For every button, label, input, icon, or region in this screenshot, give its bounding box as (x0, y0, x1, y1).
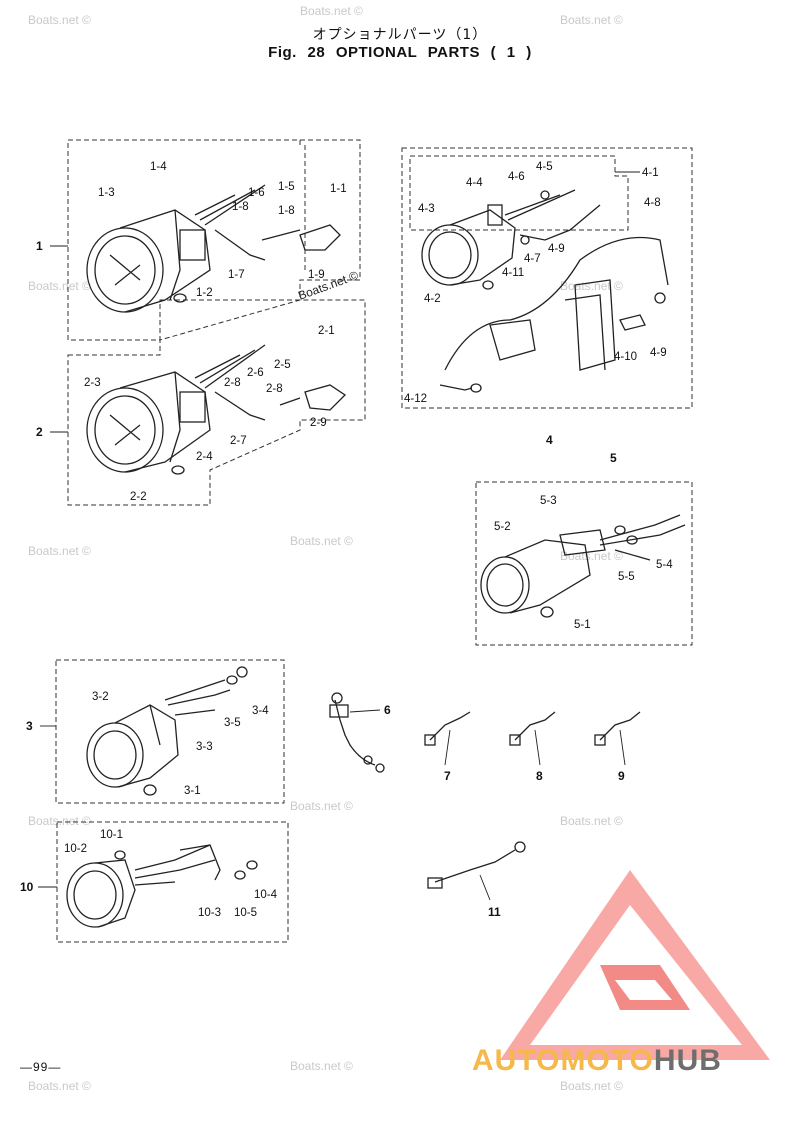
gauge-3 (86, 666, 248, 796)
part-label: 2-6 (247, 367, 264, 379)
part-label: 3-4 (252, 705, 269, 717)
part-label: 4-7 (524, 253, 541, 265)
group-label-1: 1 (36, 239, 43, 253)
watermark: Boats.net © (28, 279, 91, 293)
group-label-4: 4 (546, 433, 553, 447)
watermark: Boats.net © (560, 814, 623, 828)
brand-hub: HUB (654, 1044, 722, 1077)
gauge-4 (421, 189, 669, 393)
part-label: 1-3 (98, 187, 115, 199)
group-3-box (55, 659, 285, 804)
part-label: 2-4 (196, 451, 213, 463)
page-number: —99— (20, 1060, 62, 1074)
watermark: Boats.net © (28, 814, 91, 828)
part-label: 3-1 (184, 785, 201, 797)
part-label: 4-12 (404, 393, 427, 405)
part-label: 4-9 (650, 347, 667, 359)
brand-moto: MOTO (560, 1044, 653, 1077)
part-label: 10-1 (100, 829, 123, 841)
part-label: 2-3 (84, 377, 101, 389)
group-label-5: 5 (610, 451, 617, 465)
part-label: 2-9 (310, 417, 327, 429)
part-label: 4-10 (614, 351, 637, 363)
gauge-5 (480, 514, 686, 618)
gauge-10 (66, 844, 258, 928)
part-label: 8 (536, 769, 543, 783)
gauge-2 (86, 344, 347, 475)
part-label: 7 (444, 769, 451, 783)
harness-parts (329, 692, 641, 889)
brand-wordmark: AUTOMOTOHUB (472, 1044, 722, 1077)
part-label: 10-5 (234, 907, 257, 919)
title-japanese: オプショナルパーツ（1） (312, 27, 488, 43)
part-label: 2-8 (266, 383, 283, 395)
group-label-3: 3 (26, 719, 33, 733)
watermarks: Boats.net © Boats.net © Boats.net © Boat… (28, 4, 623, 1093)
watermark: Boats.net © (290, 1059, 353, 1073)
brand-auto: AUTO (472, 1044, 560, 1077)
part-label: 5-3 (540, 495, 557, 507)
watermark: Boats.net © (28, 544, 91, 558)
part-label: 1-5 (278, 181, 295, 193)
part-label: 5-4 (656, 559, 673, 571)
part-label: 11 (488, 905, 501, 919)
part-label: 5-2 (494, 521, 511, 533)
watermark: Boats.net © (560, 1079, 623, 1093)
watermark: Boats.net © (560, 279, 623, 293)
part-label: 1-8 (278, 205, 295, 217)
group-label-2: 2 (36, 425, 43, 439)
part-label: 5-1 (574, 619, 591, 631)
part-label: 2-5 (274, 359, 291, 371)
watermark: Boats.net © (300, 4, 363, 18)
part-label: 3-5 (224, 717, 241, 729)
part-label: 2-8 (224, 377, 241, 389)
watermark: Boats.net © (28, 1079, 91, 1093)
part-label: 4-3 (418, 203, 435, 215)
part-label: 4-5 (536, 161, 553, 173)
part-label: 3-2 (92, 691, 109, 703)
part-label: 4-1 (642, 167, 659, 179)
watermark-overlay: Boats.net © (296, 268, 360, 303)
group-label-10: 10 (20, 880, 34, 894)
gauge-1 (86, 184, 341, 313)
watermark: Boats.net © (28, 13, 91, 27)
group-10-box (56, 821, 289, 943)
part-label: 4-8 (644, 197, 661, 209)
part-label: 2-7 (230, 435, 247, 447)
watermark: Boats.net © (560, 13, 623, 27)
part-label: 6 (384, 703, 391, 717)
part-label: 1-9 (308, 269, 325, 281)
part-label: 2-1 (318, 325, 335, 337)
watermark: Boats.net © (290, 534, 353, 548)
part-label: 1-1 (330, 183, 347, 195)
watermark: Boats.net © (560, 549, 623, 563)
part-label: 4-2 (424, 293, 441, 305)
part-label: 9 (618, 769, 625, 783)
part-label: 4-4 (466, 177, 483, 189)
part-label: 1-6 (248, 187, 265, 199)
part-label: 1-7 (228, 269, 245, 281)
part-label: 1-2 (196, 287, 213, 299)
leader-lines (38, 171, 640, 901)
part-label: 4-6 (508, 171, 525, 183)
part-label: 2-2 (130, 491, 147, 503)
part-label: 1-4 (150, 161, 167, 173)
brand-logo-mark (500, 870, 770, 1060)
part-label: 4-11 (502, 267, 524, 279)
title-english: Fig. 28 OPTIONAL PARTS ( 1 ) (268, 44, 532, 61)
part-label: 3-3 (196, 741, 213, 753)
part-label: 10-4 (254, 889, 278, 901)
group-5-box (475, 481, 693, 646)
group-4-box (401, 147, 693, 409)
watermark: Boats.net © (290, 799, 353, 813)
part-label: 5-5 (618, 571, 635, 583)
part-label: 10-3 (198, 907, 221, 919)
part-label: 1-8 (232, 201, 249, 213)
part-label: 4-9 (548, 243, 565, 255)
part-label: 10-2 (64, 843, 87, 855)
